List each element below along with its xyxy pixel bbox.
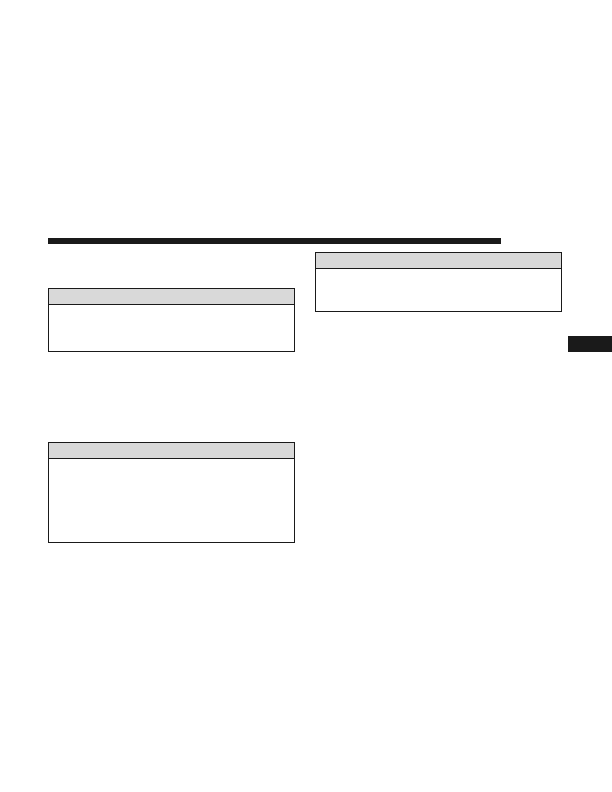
section-divider-rule	[48, 238, 501, 244]
warning-box-right-body	[316, 269, 561, 277]
warning-box-right	[315, 252, 562, 312]
warning-box-left-top-body	[49, 305, 294, 313]
warning-box-left-top	[48, 288, 295, 352]
warning-box-right-header	[316, 253, 561, 269]
warning-box-left-bottom-header	[49, 443, 294, 459]
chapter-thumb-tab	[568, 336, 612, 352]
warning-box-left-top-header	[49, 289, 294, 305]
warning-box-left-bottom	[48, 442, 295, 543]
warning-box-left-bottom-body	[49, 459, 294, 467]
